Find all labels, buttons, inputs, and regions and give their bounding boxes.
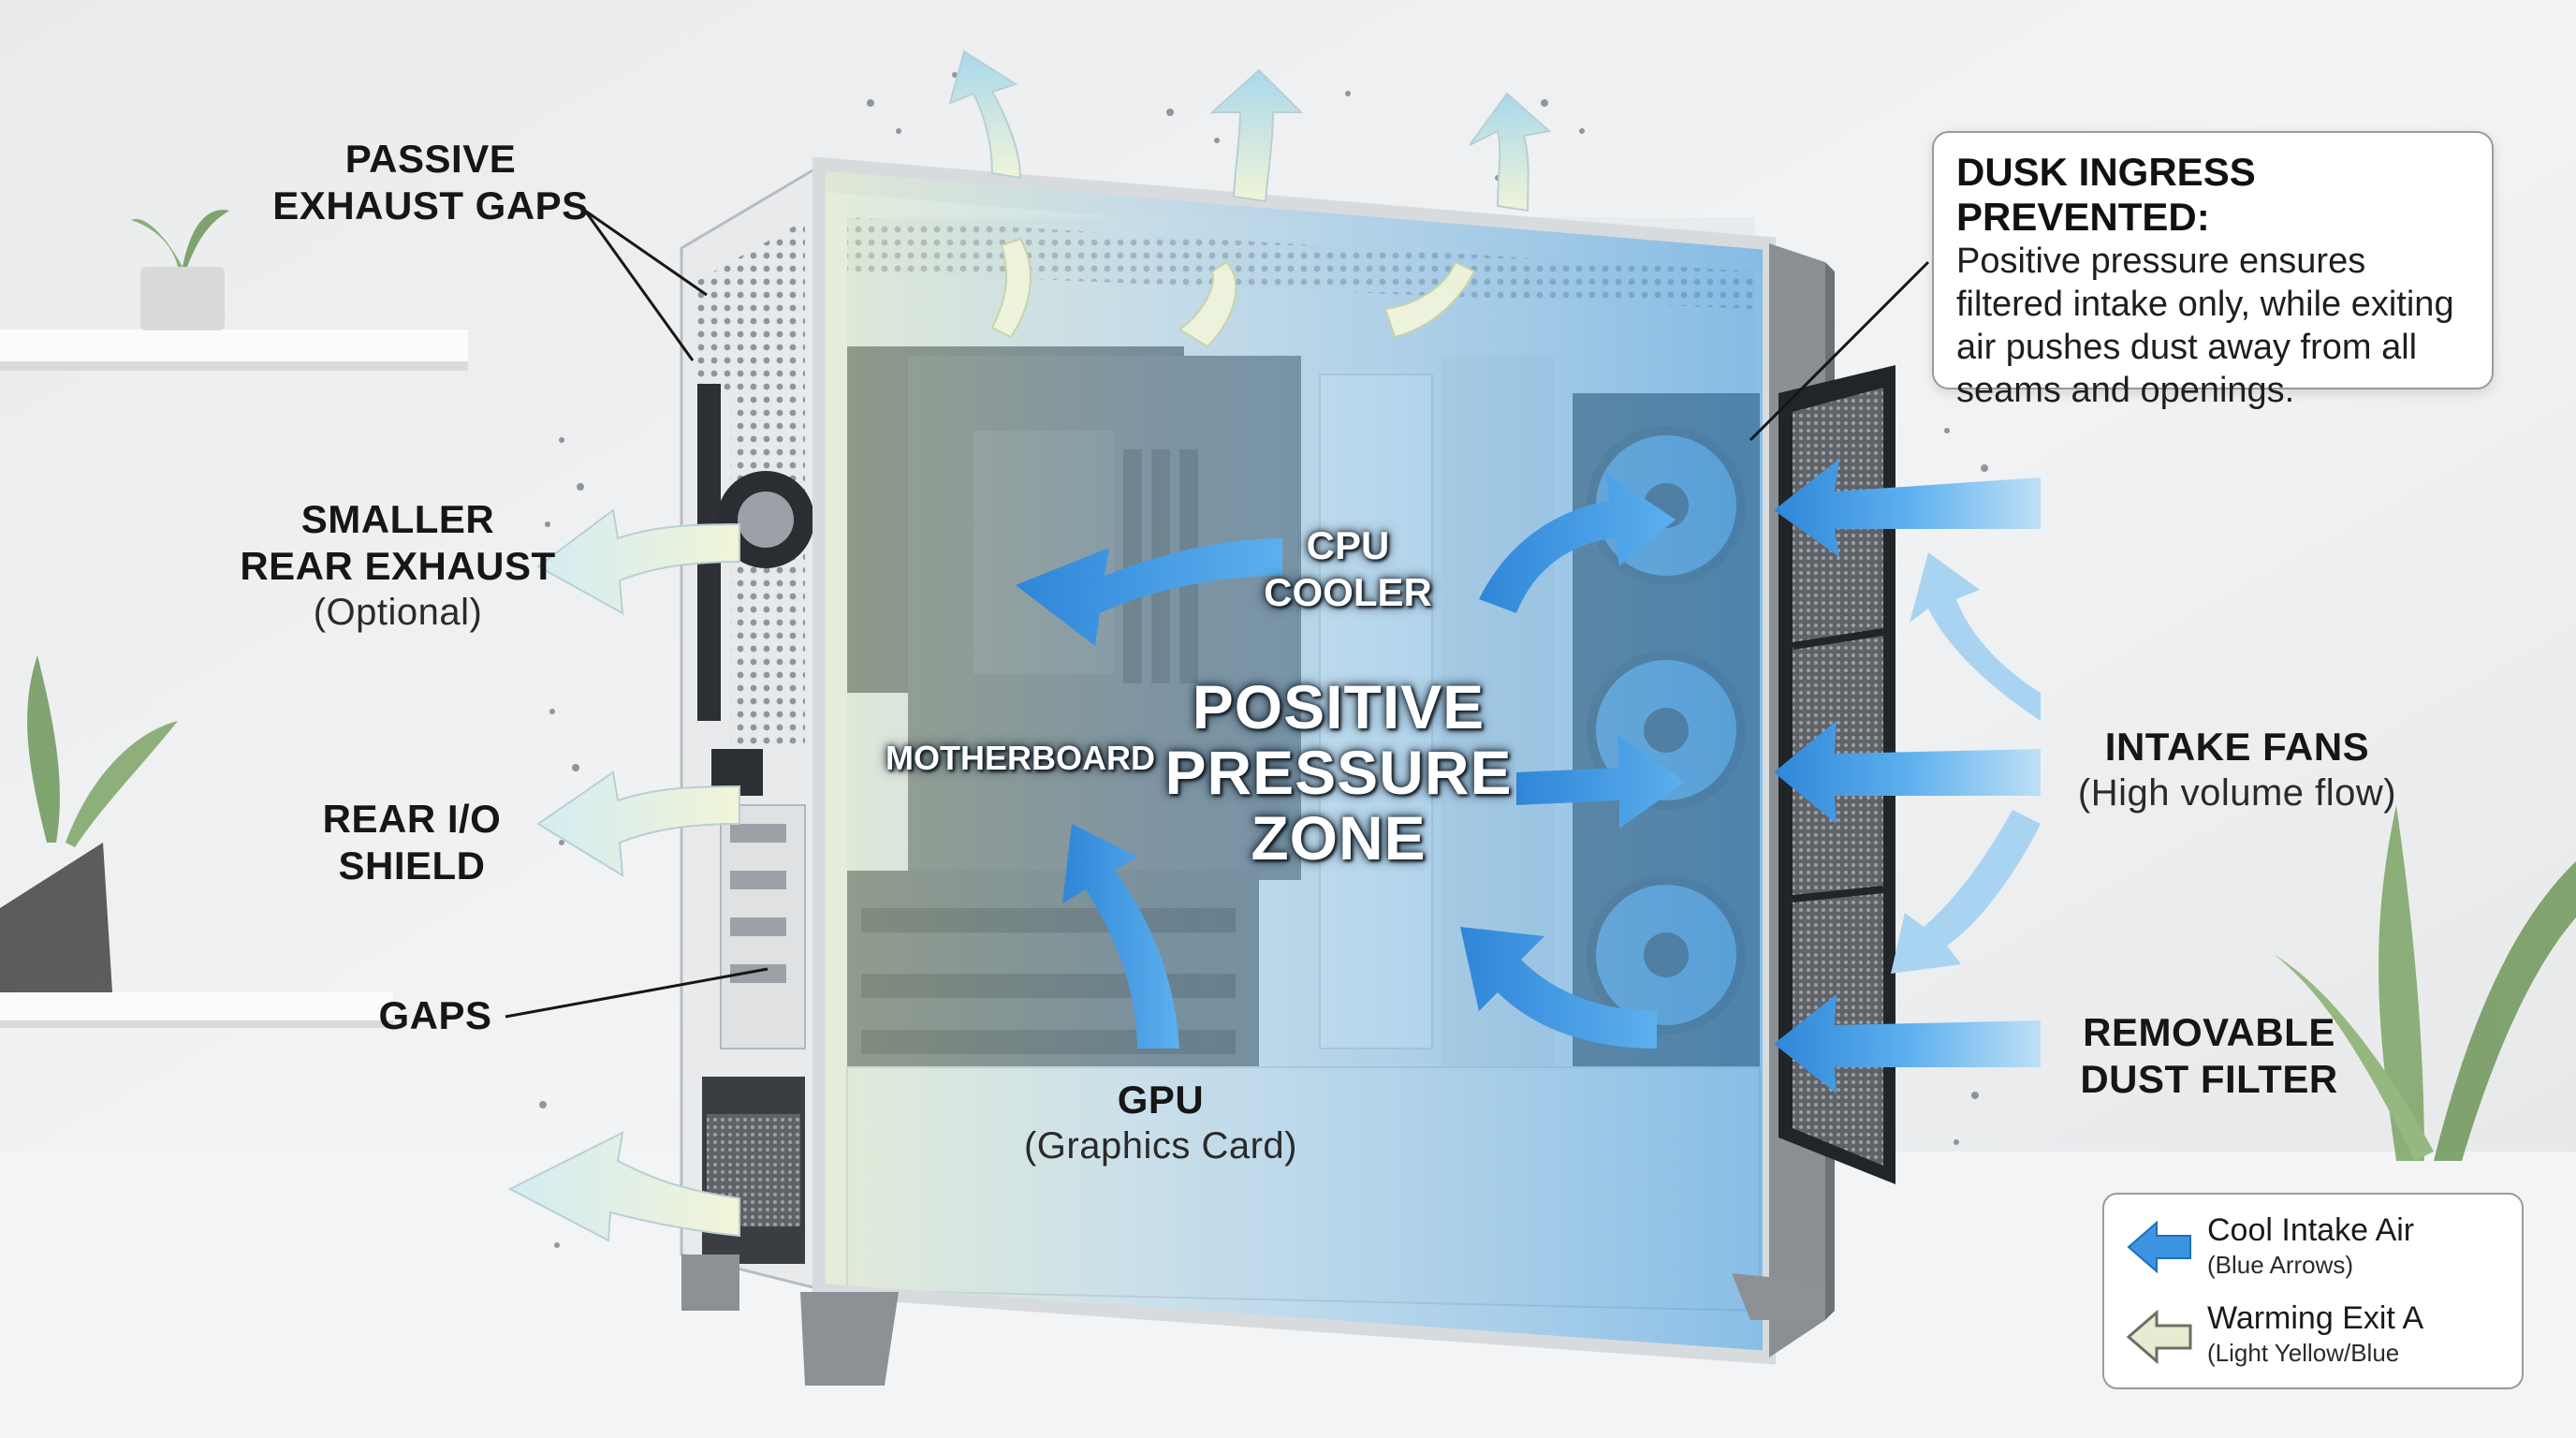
legend-item-1-label: Cool Intake Air <box>2207 1211 2414 1249</box>
rear-exhaust-sub: (Optional) <box>211 590 585 635</box>
passive-exhaust-line-1: PASSIVE <box>253 136 608 183</box>
note-line-4: seams and openings. <box>1956 369 2469 412</box>
positive-pressure-zone-label: POSITIVE PRESSURE ZONE <box>1151 674 1526 871</box>
gpu-title: GPU <box>973 1077 1348 1123</box>
note-line-2: filtered intake only, while exiting <box>1956 283 2469 326</box>
dust-filter-label: REMOVABLE DUST FILTER <box>2050 1009 2368 1103</box>
legend-item-1-detail: (Blue Arrows) <box>2207 1251 2353 1279</box>
legend-item-2-detail: (Light Yellow/Blue <box>2207 1339 2399 1367</box>
rear-exhaust-label: SMALLER REAR EXHAUST (Optional) <box>211 496 585 635</box>
rear-io-shield-label: REAR I/O SHIELD <box>271 796 552 889</box>
case-rear-panel <box>681 164 824 1290</box>
legend-blue-arrow-icon <box>2123 1219 2198 1275</box>
note-line-1: Positive pressure ensures <box>1956 240 2469 283</box>
dust-filter-line-2: DUST FILTER <box>2050 1056 2368 1103</box>
dust-ingress-note: DUSK INGRESS PREVENTED: Positive pressur… <box>1932 131 2494 389</box>
gaps-label: GAPS <box>356 992 515 1039</box>
cpu-cooler-label: CPU COOLER <box>1245 522 1451 616</box>
motherboard-label: MOTHERBOARD <box>861 740 1179 777</box>
rear-io-line-1: REAR I/O <box>271 796 552 843</box>
note-line-3: air pushes dust away from all <box>1956 326 2469 369</box>
legend-item-2-label: Warming Exit A <box>2207 1299 2423 1337</box>
zone-line-3: ZONE <box>1151 805 1526 871</box>
rear-exhaust-line-1: SMALLER <box>211 496 585 543</box>
legend-yellow-arrow-icon <box>2123 1309 2198 1365</box>
intake-fans-label: INTAKE FANS (High volume flow) <box>2050 724 2424 815</box>
cpu-cooler-line-2: COOLER <box>1245 569 1451 616</box>
dust-filter-line-1: REMOVABLE <box>2050 1009 2368 1056</box>
passive-exhaust-gaps-label: PASSIVE EXHAUST GAPS <box>253 136 608 229</box>
zone-line-1: POSITIVE <box>1151 674 1526 740</box>
note-heading: DUSK INGRESS PREVENTED: <box>1956 150 2469 240</box>
gpu-sub: (Graphics Card) <box>973 1123 1348 1168</box>
zone-line-2: PRESSURE <box>1151 740 1526 805</box>
passive-exhaust-line-2: EXHAUST GAPS <box>253 183 608 229</box>
intake-fans-title: INTAKE FANS <box>2050 724 2424 770</box>
intake-fans-sub: (High volume flow) <box>2050 770 2424 815</box>
rear-exhaust-line-2: REAR EXHAUST <box>211 543 585 590</box>
legend: Cool Intake Air (Blue Arrows) Warming Ex… <box>2102 1193 2524 1389</box>
rear-io-line-2: SHIELD <box>271 843 552 889</box>
gpu-label: GPU (Graphics Card) <box>973 1077 1348 1168</box>
cpu-cooler-line-1: CPU <box>1245 522 1451 569</box>
